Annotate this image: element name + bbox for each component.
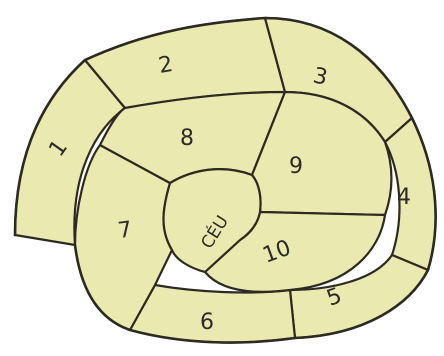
cell-6-label: 6 xyxy=(200,310,214,335)
cell-4-label: 4 xyxy=(397,185,411,210)
cell-9-label: 9 xyxy=(289,154,303,179)
cell-8-label: 8 xyxy=(180,126,194,151)
